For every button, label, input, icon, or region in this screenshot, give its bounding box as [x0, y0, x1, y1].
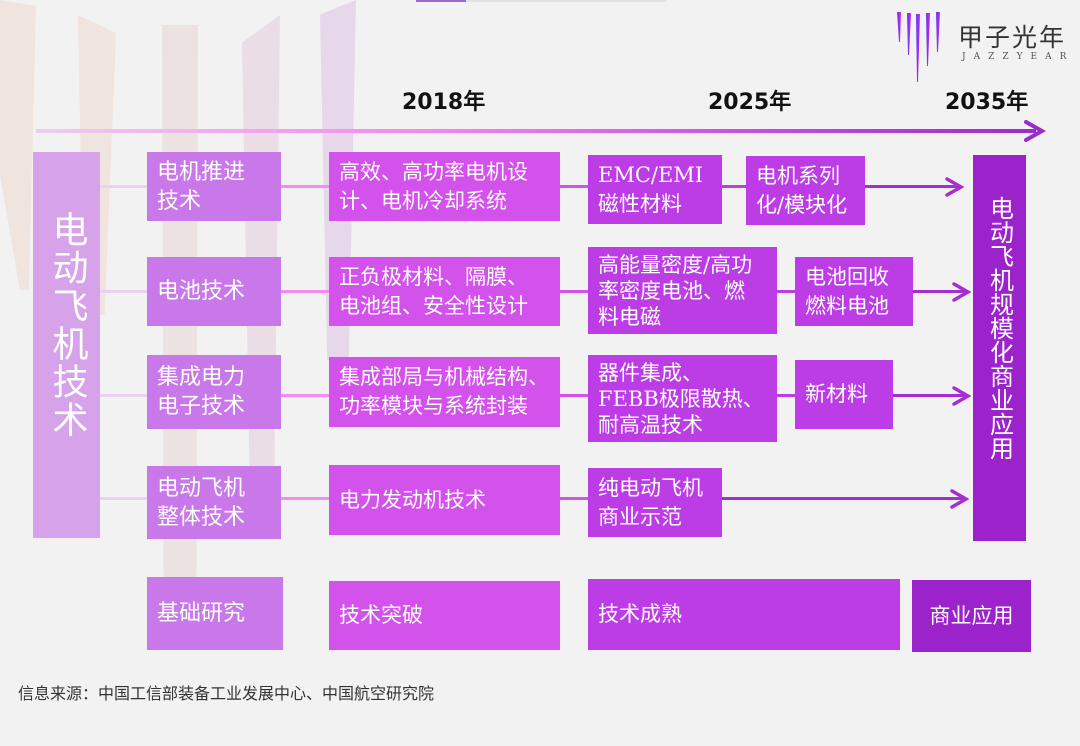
- connector-line: [281, 290, 329, 293]
- connector-line: [281, 497, 329, 500]
- stage1-power-electronics: 集成部局与机械结构、 功率模块与系统封装: [329, 357, 560, 427]
- top-progress-bar: [416, 0, 666, 2]
- connector-line: [100, 290, 148, 293]
- connector-line: [100, 185, 148, 188]
- category-aircraft-integration: 电动飞机 整体技术: [147, 466, 281, 539]
- timeline-axis: [36, 129, 1036, 133]
- stage3-power-electronics: 新材料: [795, 360, 893, 429]
- arrow-head-icon: [950, 489, 969, 509]
- category-power-electronics: 集成电力 电子技术: [147, 355, 281, 429]
- arrow-line: [865, 185, 960, 188]
- right-title-text: 电动飞机规模化商业应用: [985, 196, 1014, 460]
- arrow-head-icon: [952, 386, 971, 406]
- connector-line: [777, 394, 795, 397]
- connector-line: [560, 394, 590, 397]
- stage2-motor: EMC/EMI 磁性材料: [588, 155, 722, 224]
- stage2-power-electronics: 器件集成、 FEBB极限散热、 耐高温技术: [588, 355, 777, 442]
- left-title-text: 电动飞机技术: [46, 211, 88, 439]
- stage1-battery: 正负极材料、隔膜、 电池组、安全性设计: [329, 257, 560, 326]
- phase-breakthrough: 技术突破: [329, 581, 560, 650]
- logo-text-cn: 甲子光年: [958, 23, 1067, 52]
- connector-line: [560, 185, 590, 188]
- left-title: 电动飞机技术: [33, 152, 100, 538]
- stage1-aircraft-integration: 电力发动机技术: [329, 465, 560, 535]
- phase-commercial: 商业应用: [912, 580, 1031, 652]
- year-label-2018: 2018年: [402, 90, 486, 115]
- connector-line: [281, 185, 329, 188]
- decor-wedge: [162, 25, 198, 645]
- year-label-2025: 2025年: [708, 90, 792, 115]
- logo-icon: [897, 12, 940, 82]
- stage3-motor: 电机系列 化/模块化: [746, 156, 865, 225]
- year-label-2035: 2035年: [945, 90, 1029, 115]
- arrow-line: [912, 290, 967, 293]
- stage1-motor: 高效、高功率电机设 计、电机冷却系统: [329, 152, 560, 221]
- category-battery: 电池技术: [147, 257, 281, 326]
- arrow-line: [722, 497, 964, 500]
- connector-line: [100, 497, 148, 500]
- connector-line: [722, 185, 748, 188]
- timeline-arrow-icon: [1024, 120, 1046, 142]
- right-title: 电动飞机规模化商业应用: [973, 155, 1026, 541]
- arrow-line: [893, 394, 967, 397]
- category-motor-propulsion: 电机推进 技术: [147, 152, 281, 221]
- phase-maturity: 技术成熟: [588, 579, 900, 650]
- decor-wedge: [0, 0, 36, 290]
- connector-line: [777, 290, 795, 293]
- connector-line: [560, 290, 590, 293]
- top-progress-fill: [416, 0, 466, 2]
- logo-text-en: JAZZYEAR: [962, 52, 1075, 62]
- stage2-aircraft-integration: 纯电动飞机 商业示范: [588, 468, 722, 537]
- connector-line: [560, 497, 590, 500]
- arrow-head-icon: [952, 282, 971, 302]
- phase-basic-research: 基础研究: [147, 577, 283, 650]
- stage2-battery: 高能量密度/高功 率密度电池、燃 料电磁: [588, 247, 777, 334]
- stage3-battery: 电池回收 燃料电池: [795, 257, 913, 326]
- source-note: 信息来源：中国工信部装备工业发展中心、中国航空研究院: [18, 684, 435, 703]
- connector-line: [100, 394, 148, 397]
- connector-line: [281, 394, 329, 397]
- arrow-head-icon: [945, 177, 964, 197]
